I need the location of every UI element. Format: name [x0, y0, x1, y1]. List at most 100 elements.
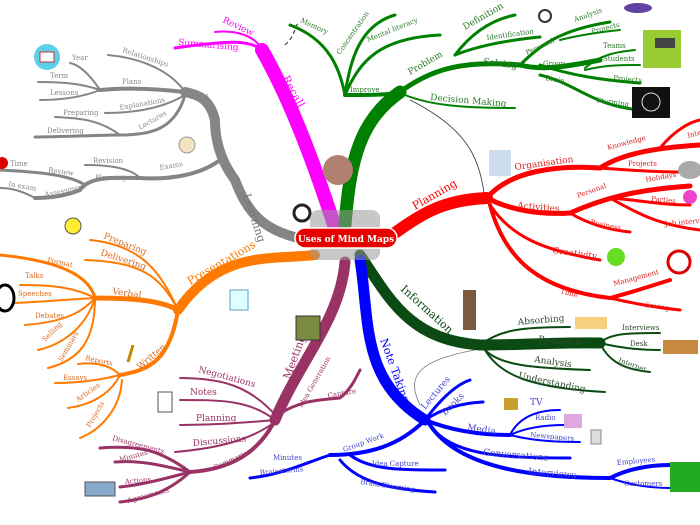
node-label: Customers [624, 480, 663, 488]
node-label: Brain [545, 74, 566, 85]
node-label: Revision [93, 157, 124, 165]
node-label: Storming [596, 96, 630, 109]
node-label: Term [50, 72, 69, 80]
node-label: Radio [535, 414, 556, 422]
node-label: Solving [483, 57, 518, 72]
node-label: Analysis [572, 6, 604, 24]
node-label: Job interviews [663, 216, 700, 229]
brain-icon [323, 155, 353, 185]
node-label: Projects [613, 74, 643, 85]
node-label: Lessons [50, 89, 79, 97]
central-title: Uses of Mind Maps [298, 235, 394, 245]
node-label: Exams [159, 160, 184, 172]
node-label: Media [467, 423, 497, 437]
teacher-icon [229, 289, 249, 311]
link-line [409, 99, 486, 201]
node-label: Agreements [125, 486, 170, 505]
desk-icon [663, 340, 698, 354]
magnifier-icon [538, 9, 552, 23]
node-label: Creativity [552, 246, 599, 262]
node-label: Time [10, 160, 28, 168]
organisation-icon [489, 150, 511, 176]
node-label: Essays [63, 374, 87, 382]
node-label: TV [530, 398, 543, 408]
node-label: Interviews [528, 467, 577, 481]
node-label: Interviews [622, 324, 660, 332]
node-label: Notes [190, 388, 217, 398]
thinking-label: Thinking [348, 115, 376, 166]
box-icon [575, 317, 607, 329]
node-label: Improve [350, 86, 380, 94]
node-label: Plans [122, 78, 142, 86]
robot-icon [678, 161, 700, 179]
lightbulb-icon [64, 217, 82, 235]
node-label: Saving [645, 301, 671, 312]
meeting-photo-icon [295, 315, 321, 341]
clipboard-icon [157, 391, 173, 413]
node-label: In exam [8, 180, 38, 193]
node-label: Discussions [192, 434, 247, 449]
node-label: Summaries [212, 447, 252, 471]
node-label: Reports [85, 354, 114, 368]
branch-planning [379, 118, 700, 312]
branch-information [354, 249, 661, 393]
node-label: Delivering [47, 127, 84, 135]
node-label: Debates [35, 312, 64, 320]
node-label: Knowledge [606, 134, 646, 152]
node-label: Planning [196, 414, 237, 424]
branch-recall [173, 30, 342, 235]
books-stack-icon [463, 290, 476, 330]
node-label: Parties [651, 195, 677, 205]
node-label: Research [538, 335, 581, 349]
scientist-icon [178, 136, 196, 154]
node-label: Time [559, 287, 578, 299]
node-label: Understanding [517, 371, 586, 395]
node-label: Review [221, 16, 255, 39]
node-label: Minutes [273, 454, 302, 462]
clock-icon [0, 157, 8, 169]
node-label: Business [590, 218, 623, 232]
node-label: Speeches [18, 290, 52, 298]
alarm-clock-icon [666, 249, 692, 275]
balloons-icon [683, 190, 697, 204]
node-label: Verbal [111, 287, 143, 301]
node-label: Projects [628, 160, 657, 168]
node-label: Group [543, 60, 566, 68]
branch-presentations [0, 239, 320, 439]
radio-icon [564, 414, 582, 428]
node-label: Brain Blooming [360, 478, 416, 494]
node-label: Absorbing [516, 314, 565, 328]
node-label: Personal [576, 182, 608, 200]
node-label: Preparing [63, 109, 99, 117]
handshake-icon [84, 481, 116, 497]
pie-chart-icon [624, 3, 652, 13]
branch-thinking [288, 13, 642, 232]
creativity-icon [607, 248, 625, 266]
tv-icon [504, 398, 518, 410]
graduation-cap-icon [643, 30, 681, 68]
central-node: Uses of Mind Maps [294, 210, 398, 260]
node-label: Review [48, 166, 75, 178]
node-label: Students [603, 55, 635, 63]
node-label: Talks [25, 272, 44, 280]
node-label: Planning [95, 174, 127, 182]
node-label: Lectures [137, 109, 168, 132]
pencil-icon [126, 344, 135, 363]
node-label: Written [136, 342, 169, 372]
node-label: Negotiations [197, 365, 257, 390]
eye-icon [0, 283, 16, 313]
dashed-link [284, 21, 301, 46]
head-gears-icon [632, 87, 670, 118]
link-line [414, 349, 476, 406]
node-label: Actions [123, 476, 151, 486]
node-label: Teams [603, 42, 626, 50]
node-label: Internet [617, 356, 647, 374]
node-label: Summarising [178, 38, 240, 53]
node-label: Newspapers [530, 431, 575, 443]
people-icon [670, 462, 700, 492]
node-label: Employees [616, 456, 655, 467]
newspaper-icon [590, 429, 602, 445]
node-label: Desk [630, 340, 648, 348]
node-label: Memory [299, 17, 329, 37]
